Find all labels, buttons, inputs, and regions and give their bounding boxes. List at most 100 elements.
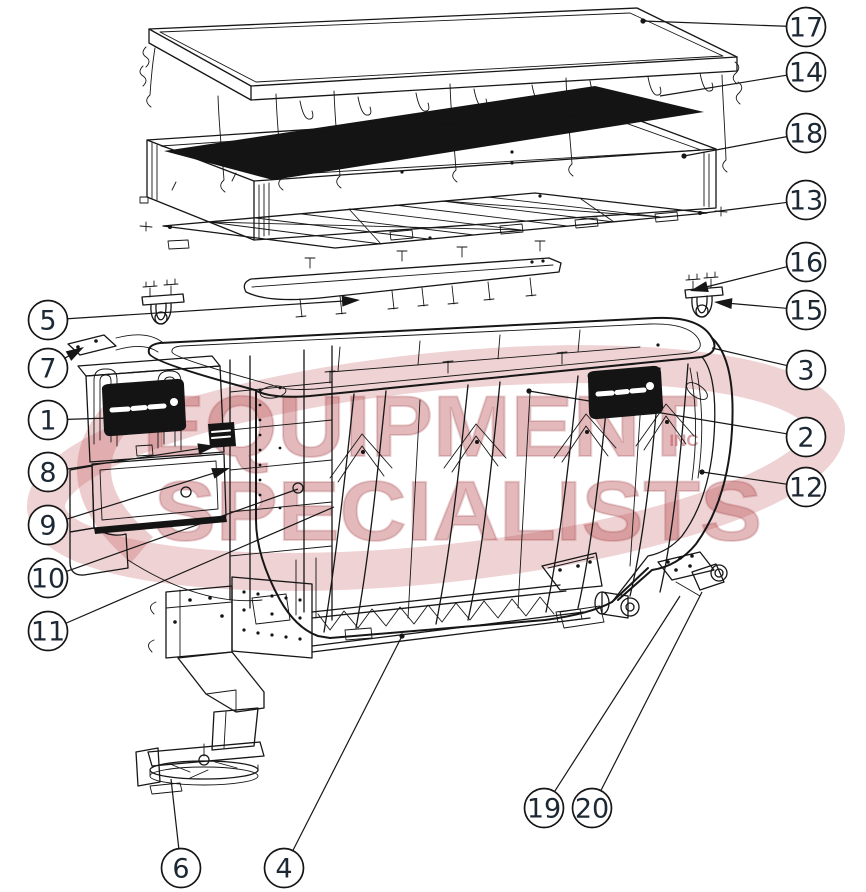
part-number-label-18: 18 — [789, 119, 823, 150]
leader-line-11 — [65, 506, 335, 624]
part-number-balloon-13 — [785, 179, 827, 221]
part-number-label-1: 1 — [39, 406, 56, 437]
part-screen-mesh — [164, 86, 704, 191]
part-eyebolt-left — [141, 278, 185, 325]
callout-4: 4 — [263, 633, 405, 889]
part-number-balloon-12 — [785, 466, 827, 508]
part-number-balloon-4 — [263, 847, 305, 889]
callout-16: 16 — [690, 241, 827, 292]
leader-line-10 — [66, 488, 299, 573]
part-number-balloon-3 — [785, 349, 827, 391]
leader-line-20 — [600, 591, 703, 791]
part-number-balloon-8 — [27, 451, 69, 493]
part-number-label-2: 2 — [797, 423, 814, 454]
leader-arrowhead-15 — [714, 298, 733, 310]
leader-line-8 — [67, 447, 201, 470]
leader-line-14 — [659, 74, 787, 97]
callout-6: 6 — [160, 778, 202, 889]
callout-10: 10 — [27, 488, 299, 599]
leader-line-12 — [701, 471, 787, 485]
callout-11: 11 — [27, 506, 335, 652]
callout-5: 5 — [27, 295, 360, 341]
part-number-label-15: 15 — [789, 296, 823, 327]
callout-8: 8 — [27, 443, 216, 493]
part-number-balloon-11 — [27, 610, 69, 652]
callout-13: 13 — [703, 179, 827, 221]
part-number-label-12: 12 — [789, 473, 823, 504]
callout-15: 15 — [714, 289, 827, 331]
callout-9: 9 — [27, 468, 230, 546]
part-number-balloon-9 — [27, 504, 69, 546]
leader-line-2 — [528, 390, 787, 435]
part-end-cap — [611, 337, 734, 603]
leader-line-1 — [67, 416, 141, 420]
part-number-balloon-14 — [785, 51, 827, 93]
part-number-label-3: 3 — [797, 356, 814, 387]
callout-20: 20 — [571, 591, 703, 829]
part-number-label-6: 6 — [172, 854, 189, 885]
callout-2: 2 — [526, 388, 827, 458]
leader-dot-17 — [640, 18, 646, 24]
leader-line-9 — [66, 472, 215, 520]
leader-arrowhead-5 — [341, 295, 360, 307]
part-extension-frame — [139, 109, 717, 250]
part-number-label-10: 10 — [31, 564, 65, 595]
part-number-balloon-10 — [27, 557, 69, 599]
part-inverted-vee-baffle — [243, 240, 562, 318]
callout-1: 1 — [27, 399, 141, 441]
leader-arrowhead-8 — [197, 443, 216, 455]
callout-17: 17 — [640, 6, 827, 48]
leader-arrowhead-9 — [211, 468, 230, 479]
part-number-balloon-6 — [160, 847, 202, 889]
callout-3: 3 — [711, 347, 827, 391]
part-number-balloon-7 — [27, 347, 69, 389]
part-number-balloon-15 — [785, 289, 827, 331]
leader-line-17 — [642, 20, 787, 27]
leader-arrowhead-7 — [65, 347, 84, 361]
leader-line-3 — [711, 347, 788, 367]
part-number-label-8: 8 — [39, 458, 56, 489]
part-chute-assembly — [67, 334, 333, 625]
callout-7: 7 — [27, 347, 84, 389]
part-number-label-13: 13 — [789, 186, 823, 217]
part-auger-assembly — [135, 552, 640, 795]
leader-dot-4 — [399, 633, 405, 639]
brand-badge-hopper — [587, 365, 664, 420]
part-number-balloon-17 — [785, 6, 827, 48]
leader-dot-12 — [699, 469, 705, 475]
part-number-label-4: 4 — [275, 854, 292, 885]
part-number-label-14: 14 — [789, 58, 823, 89]
part-hopper-body — [147, 316, 716, 641]
part-number-balloon-16 — [785, 241, 827, 283]
part-number-label-16: 16 — [789, 248, 823, 279]
part-number-balloon-5 — [27, 299, 69, 341]
part-grate — [139, 192, 728, 249]
part-number-balloon-2 — [785, 416, 827, 458]
leader-line-15 — [729, 302, 787, 309]
part-number-balloon-19 — [523, 787, 565, 829]
leader-line-13 — [703, 201, 787, 214]
part-number-label-5: 5 — [39, 306, 56, 337]
part-number-label-9: 9 — [39, 511, 56, 542]
leader-line-4 — [292, 635, 403, 851]
leader-dot-2 — [526, 388, 532, 394]
callout-18: 18 — [681, 112, 827, 159]
leader-line-19 — [554, 595, 681, 792]
part-number-label-7: 7 — [39, 354, 56, 385]
part-number-balloon-20 — [571, 787, 613, 829]
part-eyebolt-right — [684, 271, 724, 318]
part-number-balloon-1 — [27, 399, 69, 441]
callout-14: 14 — [659, 51, 827, 97]
leader-line-5 — [67, 300, 345, 320]
callout-19: 19 — [523, 595, 681, 829]
part-vibrator — [657, 551, 728, 597]
leader-line-16 — [705, 266, 788, 288]
leader-line-6 — [170, 778, 180, 849]
part-number-label-20: 20 — [575, 794, 609, 825]
part-tarp-cover — [139, 7, 743, 193]
exploded-view-line-art — [67, 7, 743, 795]
part-number-label-11: 11 — [31, 617, 65, 648]
part-number-label-17: 17 — [789, 13, 823, 44]
